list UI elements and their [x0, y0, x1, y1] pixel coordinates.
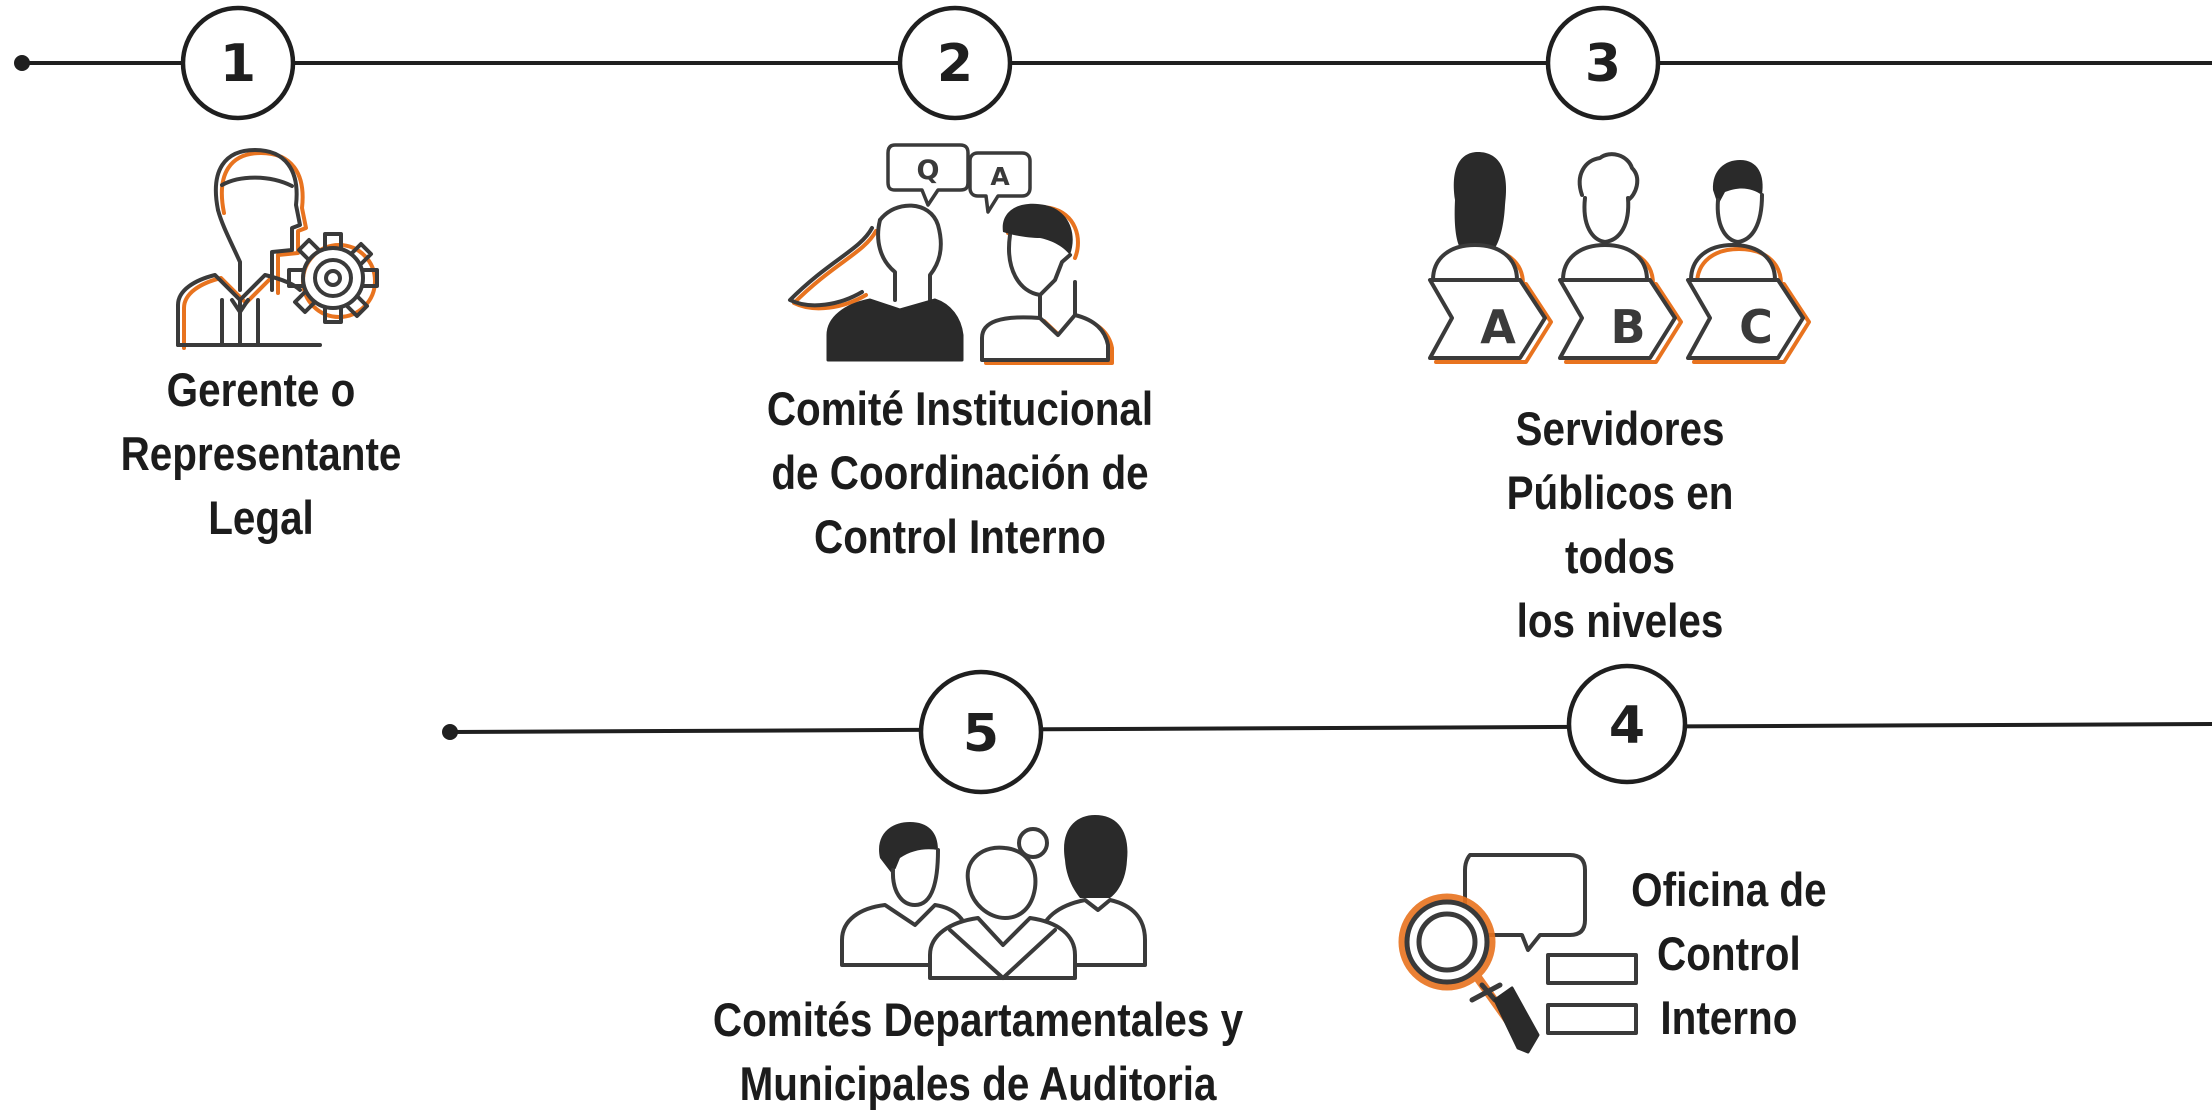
bottom-timeline-start-dot: [442, 724, 458, 740]
bottom-timeline: [442, 722, 2212, 740]
step-label-4: Oficina de Control Interno: [1631, 863, 1827, 1044]
step-label-3: Servidores Públicos en todos los niveles: [1506, 402, 1734, 647]
step-number-4: 4: [1609, 696, 1645, 756]
abc-glyph-a: A: [1480, 300, 1516, 354]
step-marker-1: 1: [180, 5, 296, 121]
top-timeline-start-dot: [14, 55, 30, 71]
magnifier-audit-icon: [1398, 853, 1638, 1054]
manager-gear-icon: [176, 148, 379, 350]
step-marker-4: 4: [1566, 663, 1688, 785]
step-label-5: Comités Departamentales y Municipales de…: [712, 993, 1244, 1110]
top-timeline: [14, 55, 2212, 71]
step-number-1: 1: [220, 34, 256, 94]
step-number-2: 2: [937, 34, 973, 94]
abc-staff-icon: A B C: [1428, 152, 1811, 364]
question-answer-icon: Q A: [788, 143, 1114, 365]
step-marker-5: 5: [918, 669, 1044, 795]
step-label-1: Gerente o Representante Legal: [120, 363, 402, 544]
step-number-3: 3: [1585, 34, 1621, 94]
abc-glyph-c: C: [1739, 300, 1773, 354]
abc-glyph-b: B: [1610, 300, 1645, 354]
step-number-5: 5: [963, 704, 999, 764]
group-people-icon: [840, 815, 1147, 980]
bottom-timeline-line: [449, 722, 2212, 734]
step-marker-3: 3: [1545, 5, 1661, 121]
question-glyph: Q: [917, 155, 940, 186]
step-label-2: Comité Institucional de Coordinación de …: [766, 382, 1154, 563]
step-marker-2: 2: [897, 5, 1013, 121]
answer-glyph: A: [990, 162, 1010, 191]
